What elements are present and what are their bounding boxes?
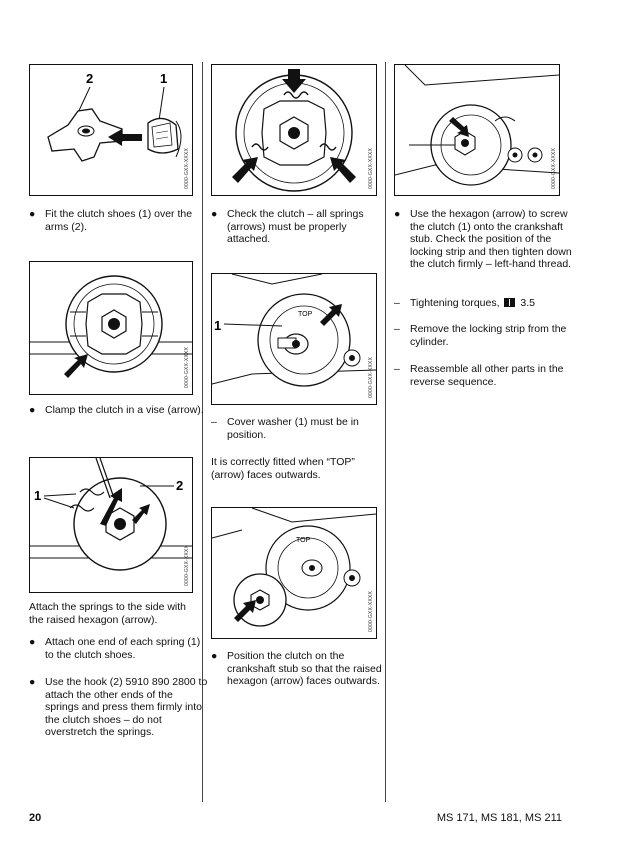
- figure-code: 0000-GXX-XXXX: [184, 148, 190, 189]
- dash-tightening-torques: – Tightening torques, 3.5: [394, 297, 578, 310]
- figure-code: 0000-GXX-XXXX: [368, 591, 374, 632]
- book-icon: [504, 298, 516, 307]
- bullet-marker: ●: [29, 676, 36, 688]
- model-line: MS 171, MS 181, MS 211: [436, 812, 562, 824]
- dash-remove-locking-strip: – Remove the locking strip from the cyli…: [394, 323, 578, 348]
- dash-cover-washer: – Cover washer (1) must be in position.: [211, 416, 391, 441]
- figure-screw-clutch: 0000-GXX-XXXX: [394, 64, 560, 196]
- figure-code: 0000-GXX-XXXX: [551, 148, 557, 189]
- bullet-marker: ●: [29, 636, 36, 648]
- dash-text: Remove the locking strip from the cylind…: [410, 323, 567, 348]
- bullet-marker: ●: [29, 404, 36, 416]
- bullet-text: Use the hook (2) 5910 890 2800 to attach…: [45, 676, 208, 739]
- bullet-fit-clutch-shoes: ● Fit the clutch shoes (1) over the arms…: [29, 208, 209, 233]
- dash-marker: –: [394, 323, 400, 335]
- top-mark: TOP: [296, 537, 311, 544]
- callout-1: 1: [160, 71, 167, 86]
- figure-clamp-clutch: 0000-GXX-XXXX: [29, 261, 193, 395]
- bullet-marker: ●: [394, 208, 401, 220]
- clutch-shoe-illustration: 2 1: [47, 71, 182, 162]
- bullet-text: Attach one end of each spring (1) to the…: [45, 636, 201, 661]
- dash-text: Cover washer (1) must be in position.: [227, 416, 359, 441]
- bullet-position-clutch: ● Position the clutch on the crankshaft …: [211, 650, 391, 688]
- clutch-vise-illustration: [30, 275, 192, 378]
- para-top-facing: It is correctly fitted when “TOP” (arrow…: [211, 456, 355, 481]
- bullet-text: Fit the clutch shoes (1) over the arms (…: [45, 208, 193, 233]
- springs-hook-illustration: 1 2: [30, 458, 192, 571]
- figure-check-clutch: 0000-GXX-XXXX: [211, 64, 377, 196]
- bullet-marker: ●: [211, 208, 218, 220]
- dash-marker: –: [394, 297, 400, 309]
- callout-2: 2: [86, 71, 93, 86]
- figure-code: 0000-GXX-XXXX: [368, 357, 374, 398]
- para-attach-springs: Attach the springs to the side with the …: [29, 601, 187, 626]
- figure-code: 0000-GXX-XXXX: [184, 347, 190, 388]
- callout-2: 2: [176, 478, 183, 493]
- callout-1: 1: [34, 488, 41, 503]
- bullet-clamp-clutch: ● Clamp the clutch in a vise (arrow).: [29, 404, 209, 417]
- dash-marker: –: [394, 363, 400, 375]
- bullet-use-hexagon: ● Use the hexagon (arrow) to screw the c…: [394, 208, 578, 271]
- position-clutch-illustration: TOP: [212, 508, 376, 627]
- screw-clutch-illustration: [395, 65, 559, 186]
- bullet-check-clutch: ● Check the clutch – all springs (arrows…: [211, 208, 391, 246]
- dash-marker: –: [211, 416, 217, 428]
- bullet-use-hook: ● Use the hook (2) 5910 890 2800 to atta…: [29, 676, 209, 739]
- bullet-text: Check the clutch – all springs (arrows) …: [227, 208, 364, 246]
- column-divider-right: [385, 62, 386, 802]
- column-divider-left: [202, 62, 203, 802]
- page-number: 20: [29, 812, 42, 824]
- bullet-text: Position the clutch on the crankshaft st…: [227, 650, 382, 688]
- figure-code: 0000-GXX-XXXX: [184, 545, 190, 586]
- bullet-marker: ●: [29, 208, 36, 220]
- figure-cover-washer: TOP 1 0000-GXX-XXXX: [211, 273, 377, 405]
- figure-position-clutch: TOP 0000-GXX-XXXX: [211, 507, 377, 639]
- clutch-springs-illustration: [232, 69, 356, 192]
- dash-text: Reassemble all other parts in the revers…: [410, 363, 564, 388]
- callout-1: 1: [214, 318, 221, 333]
- figure-code: 0000-GXX-XXXX: [368, 148, 374, 189]
- top-mark: TOP: [298, 311, 313, 318]
- figure-fit-clutch-shoes: 2 1 0000-GXX-XXXX: [29, 64, 193, 196]
- figure-attach-springs: 1 2 0000-GXX-XXXX: [29, 457, 193, 593]
- bullet-text: Use the hexagon (arrow) to screw the clu…: [410, 208, 572, 271]
- bullet-text: Clamp the clutch in a vise (arrow).: [45, 404, 204, 416]
- dash-text: Tightening torques,: [410, 297, 500, 309]
- cover-washer-illustration: TOP 1: [212, 274, 376, 387]
- torque-section-ref[interactable]: 3.5: [520, 297, 535, 309]
- bullet-attach-spring-end: ● Attach one end of each spring (1) to t…: [29, 636, 209, 661]
- bullet-marker: ●: [211, 650, 218, 662]
- dash-reassemble: – Reassemble all other parts in the reve…: [394, 363, 578, 388]
